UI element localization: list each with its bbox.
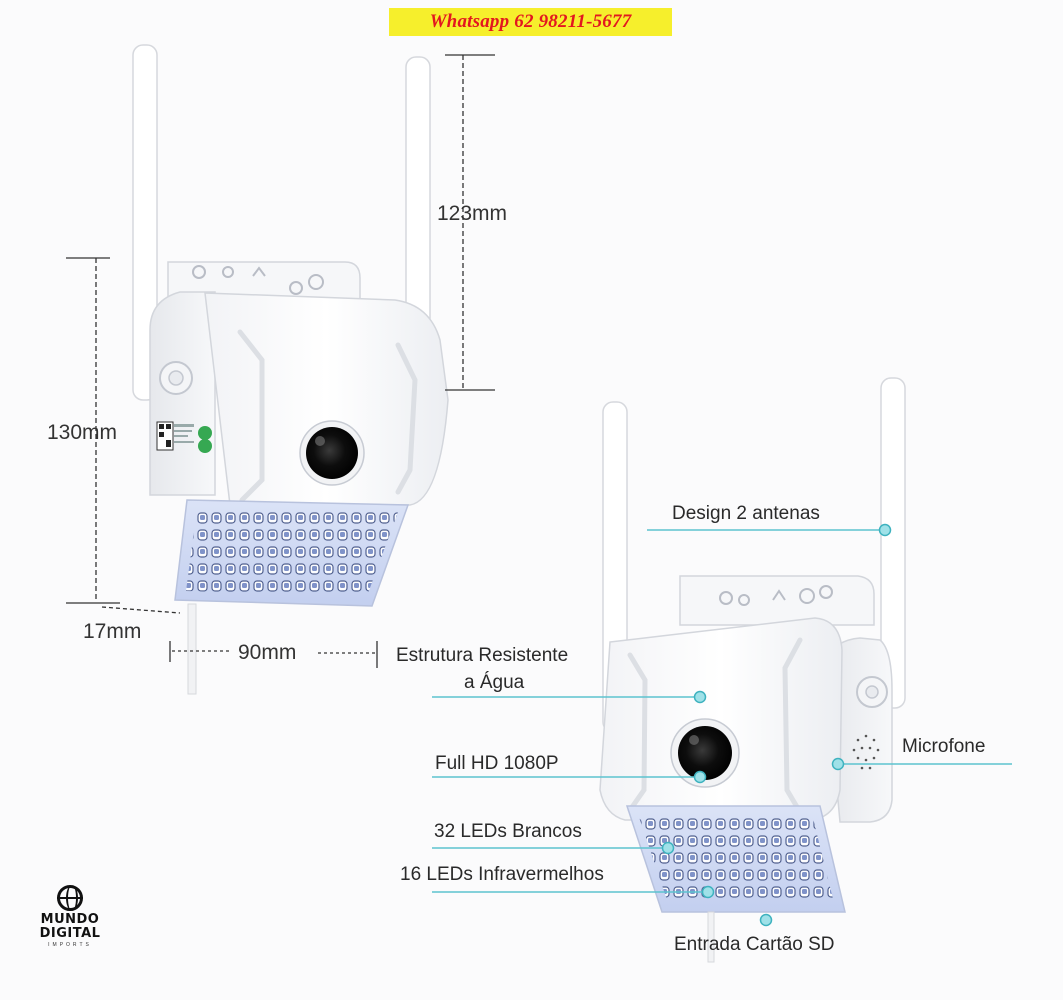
logo-line2: DIGITAL xyxy=(39,925,101,941)
whatsapp-text: Whatsapp 62 98211-5677 xyxy=(429,11,632,32)
label-fullhd: Full HD 1080P xyxy=(435,753,559,774)
dim-width: 90mm xyxy=(238,641,297,664)
antenna-left-1 xyxy=(132,44,158,401)
globe-icon xyxy=(57,885,83,911)
logo-line3: IMPORTS xyxy=(48,942,92,949)
camera-right xyxy=(599,377,906,963)
lens-right xyxy=(678,726,732,780)
dim-depth: 17mm xyxy=(83,620,142,643)
lens-left xyxy=(306,427,358,479)
label-sd-slot: Entrada Cartão SD xyxy=(674,934,835,955)
microphone-holes xyxy=(852,734,880,770)
callout-dots xyxy=(661,523,892,927)
brand-logo: MUNDO DIGITAL IMPORTS xyxy=(30,885,110,965)
whatsapp-banner: Whatsapp 62 98211-5677 xyxy=(389,8,672,36)
label-water-line2: a Água xyxy=(464,672,525,693)
label-microphone: Microfone xyxy=(902,736,986,757)
label-antennas: Design 2 antenas xyxy=(672,503,820,524)
antenna-right-2 xyxy=(880,377,906,709)
label-water-line1: Estrutura Resistente xyxy=(396,645,569,666)
logo-line1: MUNDO xyxy=(40,912,100,927)
body-front xyxy=(204,292,449,506)
callout-lines xyxy=(432,529,1012,893)
camera-left xyxy=(132,44,449,695)
body-front-right xyxy=(599,617,843,821)
dim-body-height: 130mm xyxy=(47,421,118,444)
label-white-leds: 32 LEDs Brancos xyxy=(434,821,582,842)
dimension-lines xyxy=(66,54,495,668)
label-ir-leds: 16 LEDs Infravermelhos xyxy=(400,864,604,885)
dim-antenna-height: 123mm xyxy=(437,202,508,225)
